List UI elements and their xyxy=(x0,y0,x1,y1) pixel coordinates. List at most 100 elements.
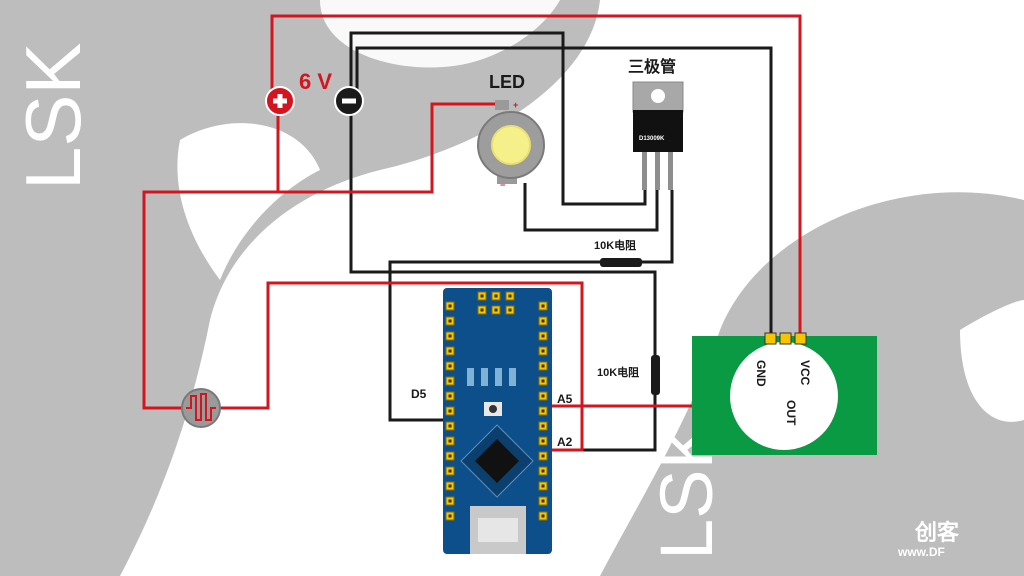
arduino-left-pin-hole xyxy=(448,409,452,413)
arduino-board xyxy=(443,288,552,554)
arduino-led-2 xyxy=(481,368,488,386)
arduino-right-pin-hole xyxy=(541,454,545,458)
wire-black-resistor2-top xyxy=(390,270,657,355)
plus-icon-v xyxy=(277,94,283,108)
sensor-out-label: OUT xyxy=(784,400,798,426)
arduino-right-pin-hole xyxy=(541,424,545,428)
arduino-left-pin-hole xyxy=(448,364,452,368)
led-lead-plus xyxy=(495,100,509,110)
resistor-1-label: 10K电阻 xyxy=(594,238,636,252)
arduino-led-1 xyxy=(467,368,474,386)
pin-d5-label: D5 xyxy=(411,387,427,401)
black-wires xyxy=(349,31,773,452)
sensor-pin-out xyxy=(779,332,792,345)
arduino-chip xyxy=(475,439,519,483)
sensor-vcc-label: VCC xyxy=(798,360,812,386)
led-lens xyxy=(491,125,531,165)
wire-black-base xyxy=(640,190,674,264)
minus-icon xyxy=(342,98,356,104)
wire-red-thermistor-left xyxy=(142,190,278,410)
watermark-text-left: LSK xyxy=(9,43,97,190)
arduino-reset-cap xyxy=(489,405,497,413)
arduino-right-pin-hole xyxy=(541,304,545,308)
resistor-2 xyxy=(651,355,660,395)
arduino-right-pin-hole xyxy=(541,379,545,383)
red-wires xyxy=(142,14,802,452)
arduino-icsp-pin-hole xyxy=(480,308,484,312)
arduino-icsp-pin-hole xyxy=(480,294,484,298)
wire-black-gnd-left xyxy=(349,100,390,274)
transistor-component: 三极管 D13009K xyxy=(628,57,684,190)
wire-red-thermistor-right xyxy=(220,281,584,452)
arduino-icsp-pin-hole xyxy=(508,294,512,298)
led-label: LED xyxy=(489,72,525,92)
transistor-pin-1 xyxy=(642,152,647,190)
arduino-right-pin-hole xyxy=(541,319,545,323)
watermark-cutout-mid xyxy=(177,123,320,280)
resistors: 10K电阻 10K电阻 xyxy=(594,238,660,395)
transistor-label: 三极管 xyxy=(628,57,676,76)
voltage-label: 6 V xyxy=(299,69,332,94)
arduino-right-pin-hole xyxy=(541,484,545,488)
arduino-icsp-pin-hole xyxy=(508,308,512,312)
arduino-left-pin-hole xyxy=(448,514,452,518)
arduino-led-4 xyxy=(509,368,516,386)
arduino-left-pin-hole xyxy=(448,454,452,458)
led-component: LED + − xyxy=(477,72,545,190)
arduino-left-pin-hole xyxy=(448,334,452,338)
watermark-shape-left xyxy=(0,0,600,576)
arduino-right-pins xyxy=(538,301,548,521)
arduino-right-pin-hole xyxy=(541,439,545,443)
sensor-module: GND VCC OUT xyxy=(692,332,877,455)
arduino-icsp-pins xyxy=(477,291,515,315)
thermistor xyxy=(181,388,221,428)
transistor-pin-2 xyxy=(655,152,660,190)
arduino-right-pin-hole xyxy=(541,499,545,503)
arduino-left-pin-hole xyxy=(448,304,452,308)
arduino-right-pin-hole xyxy=(541,469,545,473)
arduino-left-pins xyxy=(445,301,455,521)
wire-black-gnd-sensor xyxy=(355,46,773,336)
arduino-right-pin-hole xyxy=(541,514,545,518)
arduino-left-pin-hole xyxy=(448,394,452,398)
arduino-nano: D5 A5 A2 xyxy=(411,288,573,554)
arduino-right-pin-hole xyxy=(541,409,545,413)
arduino-left-pin-hole xyxy=(448,499,452,503)
arduino-icsp-pin-hole xyxy=(494,308,498,312)
arduino-icsp-pin-hole xyxy=(494,294,498,298)
transistor-part: D13009K xyxy=(639,136,665,142)
arduino-left-pin-hole xyxy=(448,319,452,323)
arduino-left-pin-hole xyxy=(448,469,452,473)
sensor-pin-gnd xyxy=(764,332,777,345)
arduino-left-pin-hole xyxy=(448,379,452,383)
wire-black-led-collector xyxy=(523,183,659,232)
resistor-2-label: 10K电阻 xyxy=(597,365,639,379)
arduino-led-3 xyxy=(495,368,502,386)
wire-black-emitter xyxy=(349,31,647,206)
arduino-left-pin-hole xyxy=(448,484,452,488)
wire-black-d5 xyxy=(388,262,447,422)
led-plus-mark: + xyxy=(513,100,518,110)
arduino-right-pin-hole xyxy=(541,349,545,353)
transistor-body xyxy=(633,110,683,152)
watermark-site-url: www.DF xyxy=(897,545,945,559)
watermark-site-name: 创客 xyxy=(914,520,960,545)
pin-a5-label: A5 xyxy=(557,392,573,406)
wire-red-led-plus xyxy=(276,100,498,194)
transistor-pin-3 xyxy=(668,152,673,190)
wire-red-vcc xyxy=(270,14,802,336)
sensor-gnd-label: GND xyxy=(754,360,768,387)
arduino-right-pin-hole xyxy=(541,334,545,338)
watermark-cutout-right xyxy=(960,300,1024,422)
arduino-usb-inner xyxy=(478,518,518,542)
sensor-dome xyxy=(730,342,838,450)
arduino-left-pin-hole xyxy=(448,439,452,443)
arduino-right-pin-hole xyxy=(541,364,545,368)
thermistor-symbol-icon xyxy=(186,393,216,421)
power-supply: 6 V xyxy=(265,69,364,116)
resistor-1 xyxy=(600,258,642,267)
pin-a2-label: A2 xyxy=(557,435,573,449)
arduino-left-pin-hole xyxy=(448,349,452,353)
